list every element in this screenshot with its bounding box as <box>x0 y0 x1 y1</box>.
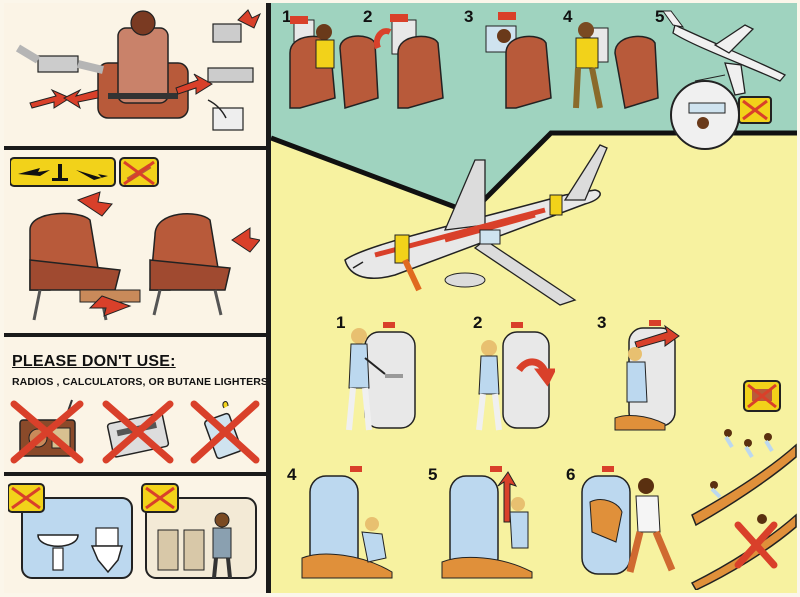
fold-line <box>266 3 271 593</box>
no-calculator-icon <box>102 400 174 464</box>
warning-title: PLEASE DON'T USE: <box>12 353 176 370</box>
door-step-1: 1 <box>336 313 346 332</box>
door-step-1-illustration <box>346 322 416 431</box>
overwing-exit-steps <box>289 12 659 109</box>
arrow-icon <box>62 88 99 110</box>
section-divider <box>4 333 267 337</box>
no-lighter-icon <box>190 400 260 464</box>
door-step-5: 5 <box>428 465 438 484</box>
lavatory-illustration <box>8 483 257 579</box>
door-step-6-illustration <box>581 466 676 575</box>
warning-items: RADIOS , CALCULATORS, OR BUTANE LIGHTERS <box>12 376 268 388</box>
door-step-3: 3 <box>597 313 607 332</box>
door-step-5-illustration <box>441 466 533 579</box>
top-step-3: 3 <box>464 7 474 26</box>
door-step-4-illustration <box>301 466 393 579</box>
arrow-icon <box>175 73 213 95</box>
door-step-6: 6 <box>566 465 576 484</box>
section-divider <box>4 146 267 150</box>
wing-evacuation-illustration <box>662 10 787 150</box>
airplane-exits-diagram <box>344 144 608 306</box>
no-radio-icon <box>10 399 84 464</box>
top-step-2: 2 <box>363 7 373 26</box>
door-step-4: 4 <box>287 465 297 484</box>
door-step-2-illustration <box>476 322 555 431</box>
door-step-2: 2 <box>473 313 483 332</box>
door-step-3-illustration <box>614 320 680 431</box>
top-step-5: 5 <box>655 7 665 26</box>
evacuation-slide-illustration <box>690 380 797 590</box>
seatback-illustration <box>29 191 260 321</box>
no-smoking-badge <box>10 157 159 187</box>
seatbelt-illustration <box>15 9 261 131</box>
section-divider <box>4 472 267 476</box>
arrow-icon <box>29 88 72 109</box>
top-step-1: 1 <box>282 7 292 26</box>
top-step-4: 4 <box>563 7 573 26</box>
prohibited-devices <box>10 399 260 464</box>
